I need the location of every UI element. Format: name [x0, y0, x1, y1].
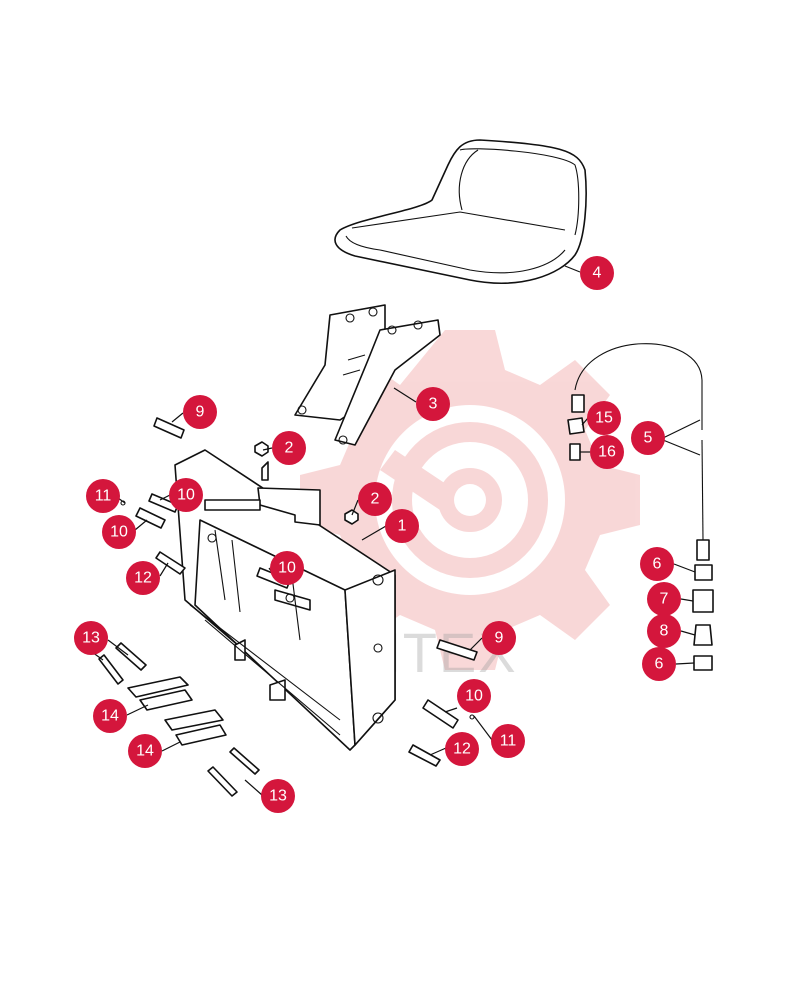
seat-part	[334, 139, 587, 284]
frame-part	[174, 449, 396, 751]
callout[interactable]: 4	[580, 256, 614, 290]
callout[interactable]: 16	[590, 435, 624, 469]
callout[interactable]: 2	[272, 431, 306, 465]
svg-text:2: 2	[371, 491, 380, 508]
svg-text:10: 10	[465, 688, 483, 705]
nut-part	[254, 441, 359, 525]
callout[interactable]: 13	[74, 621, 108, 655]
svg-text:5: 5	[644, 430, 653, 447]
svg-text:2: 2	[285, 440, 294, 457]
callout[interactable]: 7	[647, 582, 681, 616]
callout[interactable]: 9	[183, 395, 217, 429]
callout[interactable]: 9	[482, 621, 516, 655]
svg-text:10: 10	[278, 560, 296, 577]
callout[interactable]: 2	[358, 482, 392, 516]
callout[interactable]: 10	[169, 478, 203, 512]
callout[interactable]: 6	[642, 647, 676, 681]
callout[interactable]: 10	[457, 679, 491, 713]
callout[interactable]: 6	[640, 547, 674, 581]
svg-text:4: 4	[593, 265, 602, 282]
svg-text:9: 9	[196, 404, 205, 421]
callout[interactable]: 14	[93, 699, 127, 733]
callout[interactable]: 11	[86, 479, 120, 513]
callout[interactable]: 12	[126, 561, 160, 595]
svg-text:12: 12	[134, 570, 152, 587]
callout[interactable]: 15	[587, 401, 621, 435]
svg-text:16: 16	[598, 444, 616, 461]
svg-text:8: 8	[660, 623, 669, 640]
svg-text:10: 10	[110, 524, 128, 541]
svg-text:11: 11	[500, 733, 517, 750]
callout[interactable]: 13	[261, 779, 295, 813]
svg-text:6: 6	[653, 556, 662, 573]
bracket-part	[294, 304, 441, 446]
link-plate-parts	[127, 676, 227, 746]
callout[interactable]: 12	[445, 732, 479, 766]
svg-text:7: 7	[660, 591, 669, 608]
callout[interactable]: 14	[128, 734, 162, 768]
callout[interactable]: 3	[416, 387, 450, 421]
callout[interactable]: 1	[385, 509, 419, 543]
svg-text:14: 14	[136, 743, 154, 760]
hose-part	[567, 343, 714, 671]
svg-text:11: 11	[95, 488, 112, 505]
svg-text:3: 3	[429, 396, 438, 413]
svg-text:13: 13	[269, 788, 287, 805]
callout[interactable]: 5	[631, 421, 665, 455]
svg-text:13: 13	[82, 630, 100, 647]
leader-lines	[91, 265, 701, 796]
svg-text:12: 12	[453, 741, 471, 758]
svg-text:15: 15	[595, 410, 613, 427]
callout[interactable]: 8	[647, 614, 681, 648]
svg-text:9: 9	[495, 630, 504, 647]
callout[interactable]: 11	[491, 724, 525, 758]
callout[interactable]: 10	[102, 515, 136, 549]
svg-text:14: 14	[101, 708, 119, 725]
callout[interactable]: 10	[270, 551, 304, 585]
svg-text:6: 6	[655, 656, 664, 673]
svg-text:10: 10	[177, 487, 195, 504]
svg-text:1: 1	[398, 518, 407, 535]
